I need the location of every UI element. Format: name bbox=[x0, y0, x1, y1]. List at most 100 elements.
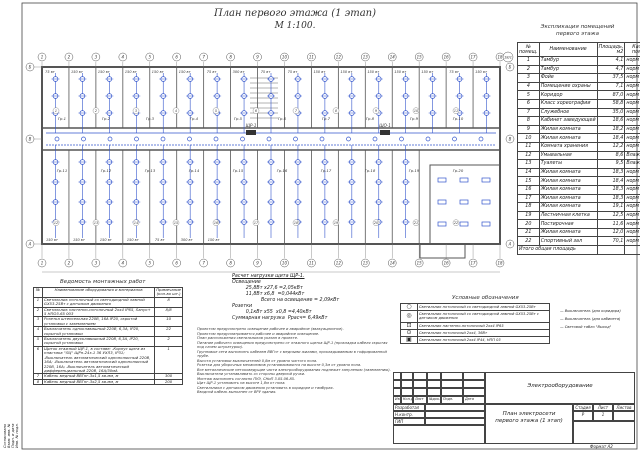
lamp-power-label: 75 вт bbox=[449, 70, 460, 74]
axis-bubble bbox=[307, 258, 316, 268]
explication-room-category: норм bbox=[624, 141, 640, 152]
explication-title-line2: первого этажа bbox=[556, 31, 599, 37]
legend-aside-item: — Световой табло "Выход" bbox=[560, 325, 612, 329]
room-number: 4 bbox=[175, 109, 177, 113]
explication-room-number: 9 bbox=[517, 124, 540, 135]
legend-title: Условные обозначения bbox=[452, 295, 519, 301]
explication-room-category: норм bbox=[624, 202, 640, 212]
explication-room-category: норм bbox=[624, 193, 640, 204]
explication-title: Экспликация помещений первого этажа bbox=[520, 24, 635, 38]
gym-lamp-icon bbox=[481, 199, 491, 205]
axis-bubble bbox=[414, 52, 424, 62]
explication-room-name: Тамбур bbox=[538, 56, 598, 66]
title-block-empty-cell bbox=[427, 380, 441, 388]
explication-room-area: 18,6 bbox=[596, 116, 626, 126]
legend-row: ○Светильник потолочный со светодиодной л… bbox=[400, 302, 550, 312]
title-block-column-label: Дата bbox=[463, 396, 485, 404]
lamp-power-label: 150 вт bbox=[179, 70, 192, 74]
axis-bubble bbox=[334, 52, 343, 62]
room-number: 16 bbox=[214, 221, 218, 225]
axis-bubble bbox=[172, 52, 181, 62]
outer-wall bbox=[41, 66, 501, 245]
group-label: Гр.15 bbox=[233, 168, 244, 173]
axis-label: 9 bbox=[256, 55, 259, 60]
axis-bubble bbox=[280, 258, 289, 268]
calc-line: Освещение bbox=[232, 280, 261, 285]
title-block-empty-cell bbox=[441, 380, 463, 388]
corridor-lamp-icon bbox=[240, 136, 245, 142]
explication-col-category: Кат. пом. bbox=[624, 42, 640, 57]
group-label: Гр.2 bbox=[102, 116, 111, 121]
lamp-power-label: 150 вт bbox=[340, 70, 353, 74]
axis-label: 18 bbox=[497, 55, 503, 60]
explication-room-number: 21 bbox=[517, 227, 540, 238]
axis-label: 11 bbox=[309, 55, 314, 60]
explication-room-area: 18,4 bbox=[596, 176, 626, 186]
explication-room-number: 12 bbox=[517, 150, 540, 161]
title-block-sheets-count bbox=[613, 411, 635, 421]
equipment-title: Ведомость монтажных работ bbox=[60, 279, 146, 285]
room-number: 18 bbox=[294, 221, 299, 225]
axis-label: 14 bbox=[390, 55, 396, 60]
axis-label: 18/1 bbox=[504, 56, 512, 60]
calc-line: 11,8Вт x6,8 =0,044кВт bbox=[232, 292, 305, 297]
title-block-empty-cell bbox=[441, 372, 463, 380]
legend-table: ○Светильник потолочный со светодиодной л… bbox=[400, 302, 550, 345]
corridor-lamp-icon bbox=[399, 136, 404, 142]
explication-col-number: № помещ. bbox=[517, 42, 540, 57]
drawing-title-main: План первого этажа (1 этап) bbox=[213, 8, 377, 19]
title-block-empty-cell bbox=[393, 388, 401, 396]
note-line: Щит ЩР-1 установить на высоте 1,8м от по… bbox=[197, 381, 286, 385]
note-line: Проектом предусматривается рабочее и ава… bbox=[197, 331, 320, 336]
legend-text: Светильник потолочный со светодиодной ла… bbox=[417, 302, 550, 312]
explication-room-category: норм bbox=[624, 73, 640, 83]
room-number: 8 bbox=[335, 109, 338, 113]
axis-bubble bbox=[37, 52, 47, 62]
explication-room-area: 70,1 bbox=[596, 236, 626, 247]
calc-line: Всего на освещение = 2,09кВт bbox=[232, 298, 340, 303]
title-block-column-label: Подп. bbox=[441, 396, 463, 404]
corridor-lamp-icon bbox=[134, 136, 139, 142]
room-number-marker bbox=[452, 107, 460, 114]
group-label: Гр.10 bbox=[453, 116, 464, 121]
corridor-lamp-icon bbox=[266, 136, 272, 142]
axis-bubble bbox=[37, 258, 47, 268]
room-number-marker bbox=[372, 219, 380, 226]
legend-text: Светильник потолочный 2хх4 IP44, НПП 03 bbox=[417, 336, 550, 345]
explication-room-name: Жилая комната bbox=[538, 184, 598, 195]
explication-room-name: Помещение охраны bbox=[538, 81, 598, 92]
room-number-marker bbox=[172, 107, 180, 114]
explication-total-value bbox=[596, 245, 626, 255]
plan-body: 1122334455667788991010111112121313141415… bbox=[25, 51, 515, 273]
room-number: 1 bbox=[55, 109, 57, 113]
explication-room-name: Спортивный зал bbox=[538, 236, 598, 247]
group-label: Гр.9 bbox=[410, 116, 419, 121]
explication-room-name: Кабинет заведующей bbox=[538, 116, 598, 126]
note-line: Все металлические нетоковедущие части эл… bbox=[197, 367, 391, 372]
explication-room-number: 15 bbox=[517, 176, 540, 186]
group-label: Гр.20 bbox=[453, 168, 464, 173]
explication-room-category: Влажное bbox=[624, 150, 640, 161]
explication-room-category: норм bbox=[624, 90, 640, 100]
group-label: Гр.14 bbox=[189, 168, 200, 173]
explication-room-name: Жилая комната bbox=[538, 227, 598, 238]
equipment-quantity: 1 bbox=[154, 345, 183, 375]
equipment-quantity: 8 bbox=[154, 296, 183, 308]
axis-label: 2 bbox=[68, 261, 71, 266]
axis-label: 13 bbox=[363, 261, 369, 266]
explication-total-empty bbox=[624, 245, 640, 255]
room-number-marker bbox=[292, 107, 300, 114]
title-block-blank4 bbox=[393, 425, 485, 444]
group-label: Гр.11 bbox=[57, 168, 68, 173]
group-label: Гр.5 bbox=[234, 116, 243, 121]
note-line: Питание рабочего освещения предусмотрено… bbox=[197, 340, 388, 350]
equipment-number: 6 bbox=[33, 345, 43, 375]
explication-title-line1: Экспликация помещений bbox=[540, 24, 615, 30]
room-number-marker bbox=[212, 219, 220, 226]
axis-bubble bbox=[118, 52, 128, 62]
room-number: 10 bbox=[414, 109, 418, 113]
title-block-empty-cell bbox=[413, 372, 427, 380]
axis-bubble bbox=[505, 62, 515, 72]
